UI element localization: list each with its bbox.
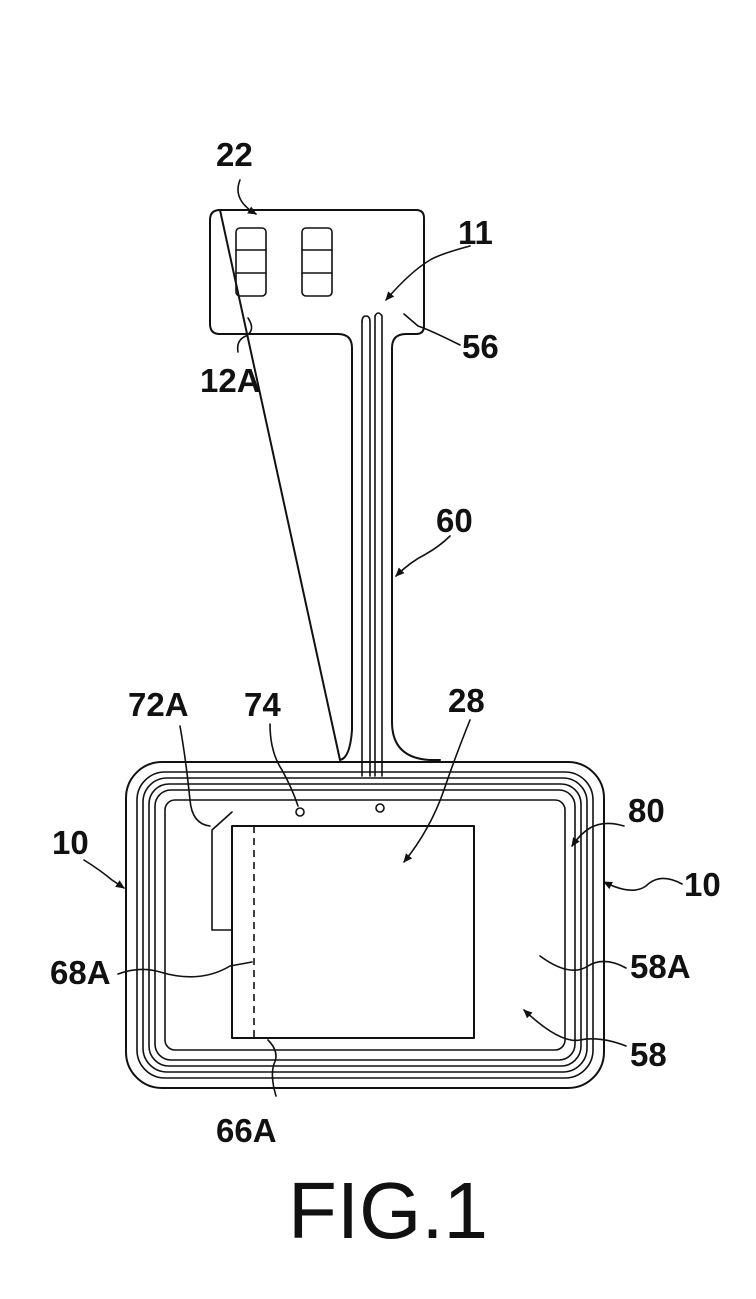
label-11: 11 [458, 214, 493, 251]
label-68a: 68A [50, 954, 111, 991]
label-60: 60 [436, 502, 473, 539]
label-80: 80 [628, 792, 665, 829]
label-12a: 12A [200, 362, 261, 399]
terminal-pads [236, 228, 332, 296]
label-72a: 72A [128, 686, 189, 723]
figure-caption: FIG.1 [288, 1166, 488, 1255]
tail-traces [362, 313, 382, 776]
label-10-left: 10 [52, 824, 89, 861]
label-56: 56 [462, 328, 499, 365]
inner-panel [232, 826, 474, 1038]
label-74: 74 [244, 686, 281, 723]
module-outline [212, 804, 384, 930]
label-10-right: 10 [684, 866, 721, 903]
antenna-coil [126, 762, 604, 1088]
label-58: 58 [630, 1036, 667, 1073]
label-58a: 58A [630, 948, 691, 985]
label-28: 28 [448, 682, 485, 719]
connector-outline [210, 210, 440, 760]
label-22: 22 [216, 136, 253, 173]
label-66a: 66A [216, 1112, 277, 1149]
